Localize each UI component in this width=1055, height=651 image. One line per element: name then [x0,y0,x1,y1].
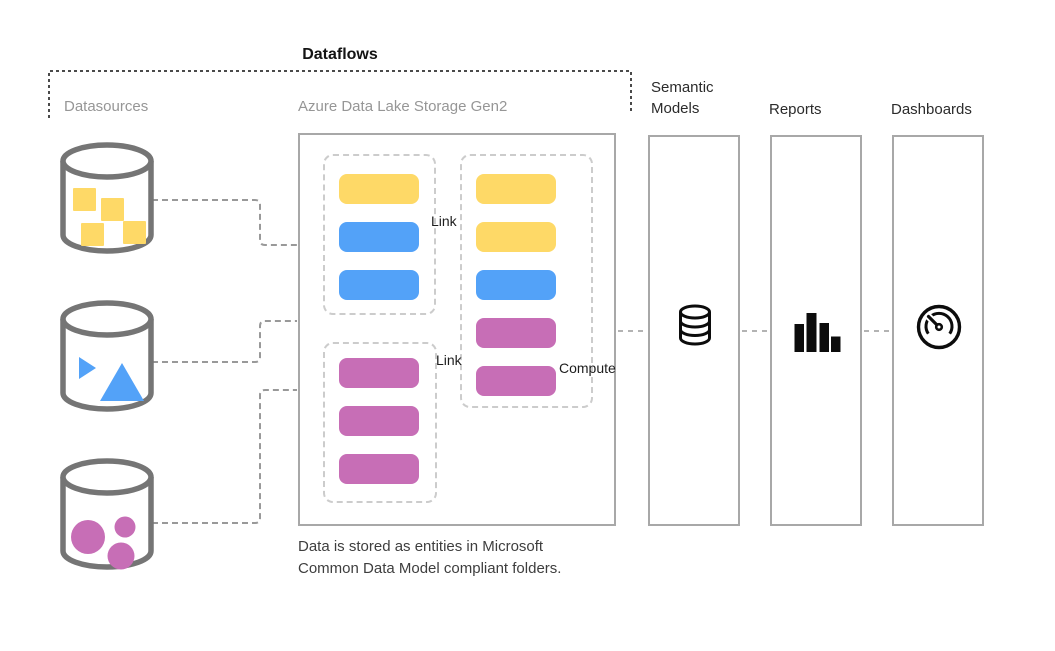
connector-datasource-3 [152,389,297,524]
cylinder-triangles-icon [60,300,154,412]
diagram-title: Dataflows [302,46,378,63]
cylinder-squares-icon [60,142,154,254]
dataflow-group-bottom [323,342,437,503]
entity-blue [339,222,419,252]
entity-yellow [476,174,556,204]
gauge-icon [916,304,962,350]
cdm-caption-line1: Data is stored as entities in Microsoft [298,538,544,555]
entity-magenta [339,406,419,436]
entity-magenta [476,366,556,396]
yellow-squares [73,188,146,246]
connector-datasource-1 [152,199,297,246]
blue-triangles [79,357,144,401]
label-datasources: Datasources [64,98,149,115]
entity-blue [476,270,556,300]
bar-chart-icon [794,313,841,352]
reports-container [770,135,862,526]
cdm-caption: Data is stored as entities in Microsoft … [298,536,561,580]
cdm-caption-line2: Common Data Model compliant folders. [298,560,562,577]
label-reports: Reports [769,101,822,118]
label-adls: Azure Data Lake Storage Gen2 [298,98,508,115]
label-semantic-models: Semantic Models [651,79,714,117]
dataflow-group-top [323,154,436,315]
entity-magenta [476,318,556,348]
entity-yellow [339,174,419,204]
cylinder-circles-icon [60,458,154,570]
compute-label: Compute [559,360,616,376]
link-label-bottom: Link [436,352,462,368]
entity-magenta [339,454,419,484]
entity-magenta [339,358,419,388]
cdm-folder-group [460,154,593,408]
dashboards-container [892,135,984,526]
link-label-top: Link [431,213,457,229]
semantic-models-container [648,135,740,526]
label-dashboards: Dashboards [891,101,972,118]
database-icon [679,304,711,346]
magenta-circles [71,516,136,570]
entity-blue [339,270,419,300]
entity-yellow [476,222,556,252]
connector-datasource-2 [152,320,297,363]
